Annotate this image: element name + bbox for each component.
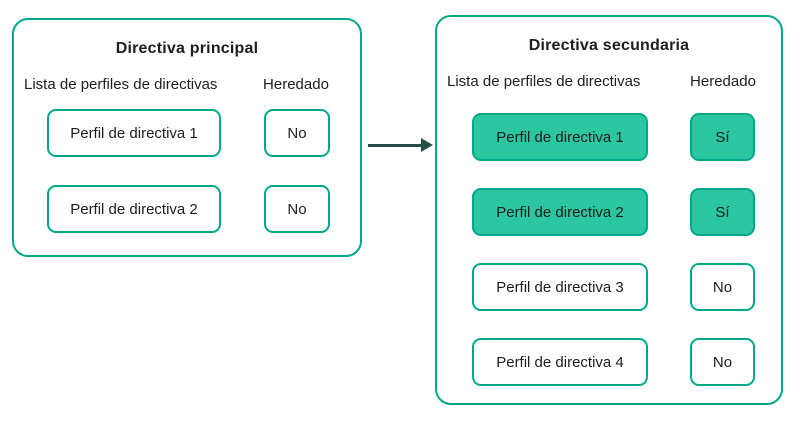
secondary-profile-3-box: Perfil de directiva 3 <box>472 263 648 311</box>
secondary-profile-4-inherited-box: No <box>690 338 755 386</box>
primary-policy-title: Directiva principal <box>115 40 259 57</box>
primary-profiles-list-label: Lista de perfiles de directivas <box>24 76 218 93</box>
secondary-profile-1-inherited-box: Sí <box>690 113 755 161</box>
primary-profile-1-box: Perfil de directiva 1 <box>47 109 221 157</box>
secondary-policy-title: Directiva secundaria <box>528 37 690 54</box>
secondary-policy-panel: Directiva secundaria Lista de perfiles d… <box>435 15 783 405</box>
secondary-profile-3-inherited-box: No <box>690 263 755 311</box>
secondary-profile-2-box: Perfil de directiva 2 <box>472 188 648 236</box>
secondary-profile-4-box: Perfil de directiva 4 <box>472 338 648 386</box>
primary-profile-2-inherited-box: No <box>264 185 330 233</box>
secondary-profiles-list-label: Lista de perfiles de directivas <box>447 73 641 90</box>
arrow-head <box>421 138 433 152</box>
secondary-inherited-column-label: Heredado <box>690 73 756 90</box>
arrow-shaft <box>368 143 422 147</box>
secondary-profile-1-box: Perfil de directiva 1 <box>472 113 648 161</box>
arrow-right-icon <box>368 137 433 153</box>
primary-inherited-column-label: Heredado <box>263 76 329 93</box>
primary-profile-1-inherited-box: No <box>264 109 330 157</box>
primary-profile-2-box: Perfil de directiva 2 <box>47 185 221 233</box>
primary-policy-panel: Directiva principal Lista de perfiles de… <box>12 18 362 257</box>
secondary-profile-2-inherited-box: Sí <box>690 188 755 236</box>
